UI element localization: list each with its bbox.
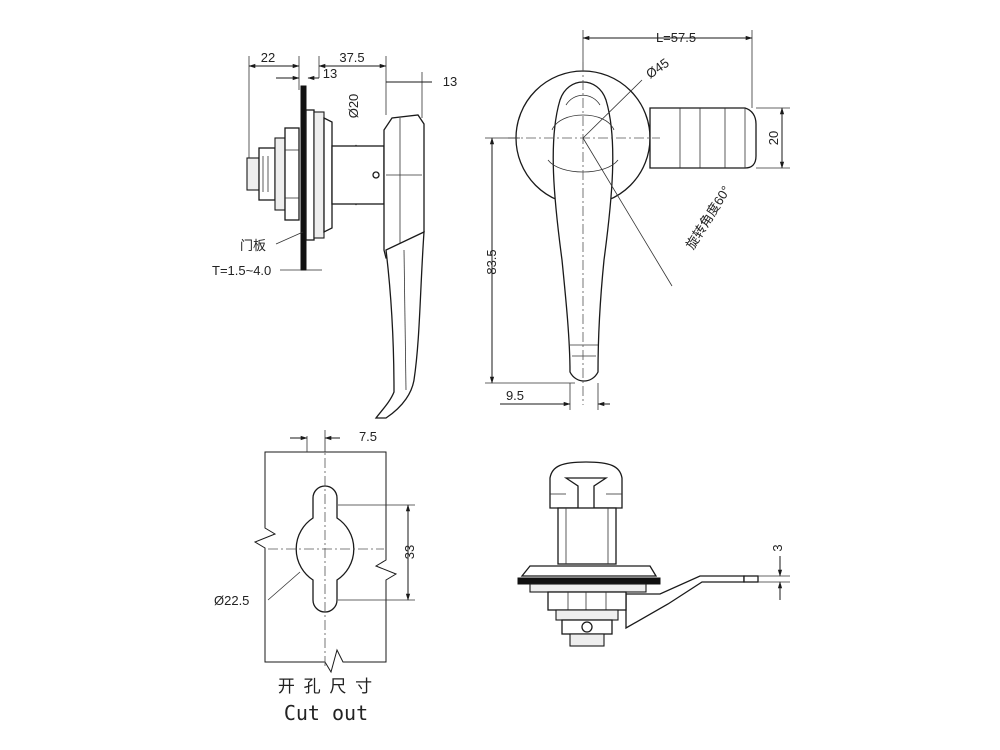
dim-20: 20 — [766, 131, 781, 145]
dim-dia20: Ø20 — [346, 94, 361, 119]
cutout-title-en: Cut out — [284, 701, 368, 725]
dim-13-right: 13 — [443, 74, 457, 89]
dim-83-5: 83.5 — [484, 249, 499, 274]
dim-37-5: 37.5 — [339, 50, 364, 65]
dim-length: L=57.5 — [656, 30, 696, 45]
label-door-panel: 门板 — [240, 238, 266, 253]
label-thickness: T=1.5~4.0 — [212, 263, 271, 278]
dim-22: 22 — [261, 50, 275, 65]
bottom-view: 3 — [517, 461, 790, 647]
dim-dia45: Ø45 — [643, 55, 672, 81]
side-view: 22 13 37.5 13 Ø20 门板 T=1.5~4.0 — [212, 50, 457, 419]
cutout-view: 7.5 33 Ø22.5 开 孔 尺 寸 Cut out — [214, 429, 417, 725]
front-view: L=57.5 20 Ø45 旋转角度60° 83.5 — [484, 30, 790, 410]
dim-dia22-5: Ø22.5 — [214, 593, 249, 608]
dim-9-5: 9.5 — [506, 388, 524, 403]
dim-7-5: 7.5 — [359, 429, 377, 444]
cutout-title-cn: 开 孔 尺 寸 — [278, 677, 374, 696]
dim-33: 33 — [402, 545, 417, 559]
dim-3: 3 — [770, 544, 785, 551]
label-rotation: 旋转角度60° — [683, 183, 734, 252]
dim-13-top: 13 — [323, 66, 337, 81]
